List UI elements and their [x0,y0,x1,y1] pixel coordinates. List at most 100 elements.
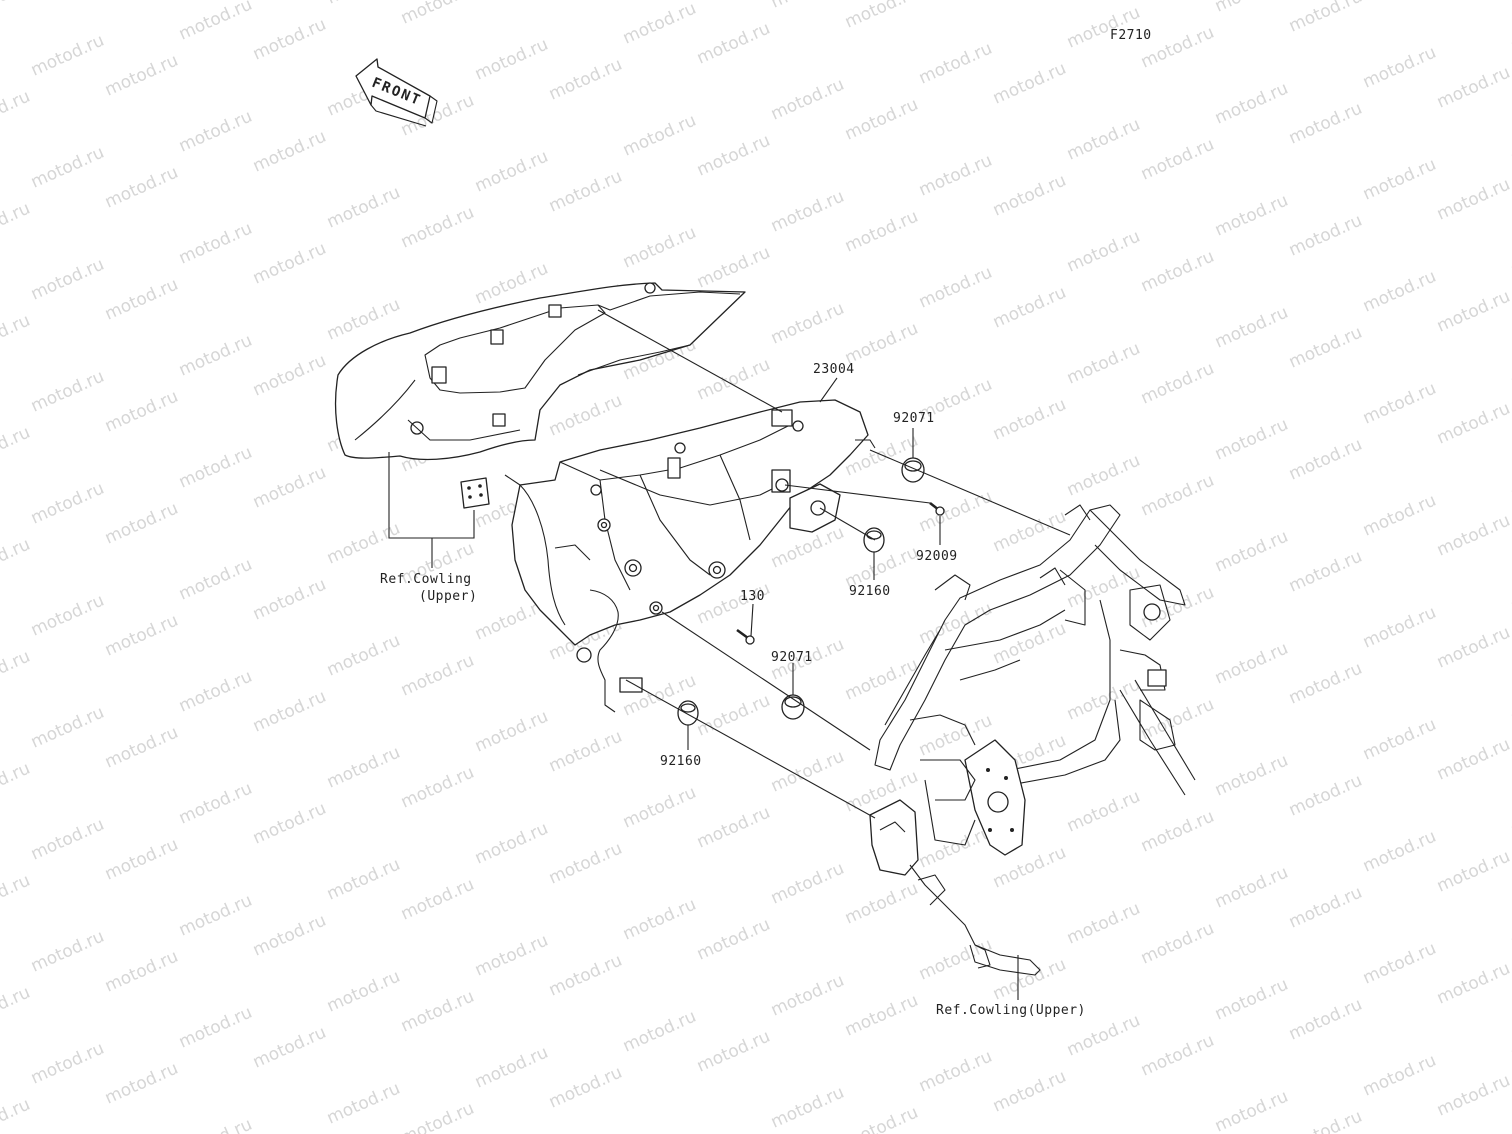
watermark-text: motod.ru [1064,339,1143,389]
watermark-text: motod.ru [990,507,1069,557]
watermark-text: motod.ru [1508,119,1512,169]
watermark-text: motod.ru [176,443,255,493]
watermark-text: motod.ru [102,1059,181,1109]
watermark-text: motod.ru [620,223,699,273]
upper-cowling-part [334,282,746,461]
watermark-text: motod.ru [990,955,1069,1005]
watermark-text: motod.ru [1138,359,1217,409]
watermark-text: motod.ru [1138,135,1217,185]
watermark-text: motod.ru [842,0,921,33]
watermark-text: motod.ru [990,619,1069,669]
watermark-text: motod.ru [1286,995,1365,1045]
watermark-text: motod.ru [176,667,255,717]
watermark-text: motod.ru [102,723,181,773]
watermark-text: motod.ru [620,895,699,945]
callout-92071-upper: 92071 [893,411,935,426]
watermark-text: motod.ru [546,839,625,889]
grommet-92160-lower [677,700,699,726]
watermark-text: motod.ru [546,1063,625,1113]
watermark-text: motod.ru [842,991,921,1041]
watermark-text: motod.ru [250,351,329,401]
watermark-text: motod.ru [620,783,699,833]
ref-cowling-upper-bracket [388,452,475,568]
watermark-text: motod.ru [990,395,1069,445]
watermark-text: motod.ru [1286,659,1365,709]
watermark-text: motod.ru [1064,563,1143,613]
watermark-text: motod.ru [1508,567,1512,617]
watermark-text: motod.ru [1434,735,1512,785]
watermark-text: motod.ru [916,263,995,313]
watermark-text: motod.ru [768,75,847,125]
watermark-text: motod.ru [1064,227,1143,277]
watermark-text: motod.ru [916,935,995,985]
watermark-text: motod.ru [842,95,921,145]
watermark-text: motod.ru [1212,1087,1291,1134]
watermark-text: motod.ru [1286,0,1365,37]
watermark-text: motod.ru [620,1007,699,1057]
watermark-text: motod.ru [546,727,625,777]
watermark-text: motod.ru [1138,247,1217,297]
watermark-text: motod.ru [250,687,329,737]
watermark-text: motod.ru [694,803,773,853]
watermark-text: motod.ru [694,243,773,293]
watermark-text: motod.ru [1360,267,1439,317]
watermark-text: motod.ru [398,0,477,29]
watermark-text: motod.ru [1286,771,1365,821]
watermark-text: motod.ru [1064,115,1143,165]
watermark-text: motod.ru [102,387,181,437]
watermark-text: motod.ru [102,835,181,885]
watermark-text: motod.ru [250,575,329,625]
watermark-text: motod.ru [1138,919,1217,969]
assembly-lines [504,309,1071,1000]
watermark-text: motod.ru [176,331,255,381]
ref-cowling-upper-bottom-label: Ref.Cowling(Upper) [936,1003,1086,1018]
watermark-text: motod.ru [102,611,181,661]
watermark-text: motod.ru [842,879,921,929]
watermark-text: motod.ru [28,367,107,417]
watermark-text: motod.ru [694,19,773,69]
watermark-text: motod.ru [0,1095,33,1134]
watermark-text: motod.ru [1064,899,1143,949]
watermark-text: motod.ru [620,111,699,161]
watermark-text: motod.ru [916,39,995,89]
watermark-text: motod.ru [250,15,329,65]
watermark-text: motod.ru [250,127,329,177]
watermark-text: motod.ru [1360,43,1439,93]
watermark-text: motod.ru [694,691,773,741]
watermark-text: motod.ru [546,167,625,217]
watermark-text: motod.ru [1064,451,1143,501]
watermark-text: motod.ru [842,655,921,705]
watermark-text: motod.ru [1212,527,1291,577]
watermark-text: motod.ru [1212,639,1291,689]
watermark-text: motod.ru [324,295,403,345]
watermark-text: motod.ru [1508,791,1512,841]
watermark-text: motod.ru [1434,623,1512,673]
watermark-text: motod.ru [620,0,699,49]
watermark-text: motod.ru [990,59,1069,109]
watermark-text: motod.ru [0,87,33,137]
watermark-text: motod.ru [0,423,33,473]
watermark-text: motod.ru [1508,455,1512,505]
callout-92160-upper: 92160 [849,584,891,599]
watermark-text: motod.ru [1434,847,1512,897]
watermark-text: motod.ru [1360,603,1439,653]
watermark-text: motod.ru [1064,1011,1143,1061]
watermark-text: motod.ru [768,747,847,797]
watermark-text: motod.ru [842,207,921,257]
headlight-assembly [511,399,876,713]
watermark-text: motod.ru [1434,959,1512,1009]
watermark-text: motod.ru [250,1023,329,1073]
watermark-text: motod.ru [768,187,847,237]
watermark-text: motod.ru [324,743,403,793]
watermark-text: motod.ru [1212,863,1291,913]
watermark-text: motod.ru [1508,679,1512,729]
watermark-text: motod.ru [1434,63,1512,113]
watermark-text: motod.ru [1064,787,1143,837]
watermark-text: motod.ru [28,703,107,753]
watermark-text: motod.ru [250,911,329,961]
watermark-text: motod.ru [0,983,33,1033]
watermark-text: motod.ru [694,915,773,965]
watermark-text: motod.ru [990,283,1069,333]
watermark-text: motod.ru [176,1003,255,1053]
